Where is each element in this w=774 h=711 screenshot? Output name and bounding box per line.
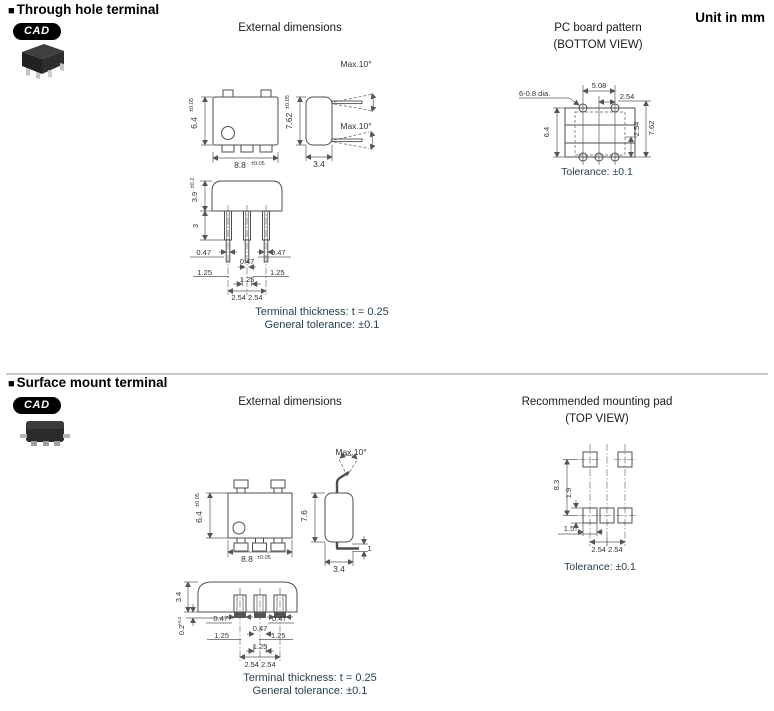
dim-lead-pitch: 2.54 2.54 (231, 293, 262, 302)
dim-body-width-tol: ±0.05 (257, 555, 271, 561)
dim-lead-width-left: 0.47 (196, 248, 211, 257)
external-dimensions-title: External dimensions (238, 396, 342, 408)
smd-leg-1 (233, 588, 247, 661)
smd-leg-2 (253, 588, 267, 661)
dim-lead-offset-left: 1.25 (197, 268, 212, 277)
pcb-tolerance-note: Tolerance: ±0.1 (561, 166, 633, 178)
unit-note: Unit in mm (695, 10, 765, 25)
dim-pad-span: 8.3 (552, 480, 561, 490)
dim-side-height: 7.6 (299, 510, 309, 522)
dim-lead-center-offset: 1.25 (240, 275, 255, 284)
dim-lead-width-right: 0.47 (272, 614, 287, 623)
dim-body-height: 6.4 (194, 511, 204, 523)
dim-pcb-row-height: 6.4 (542, 127, 551, 137)
tht-general-tolerance-note: General tolerance: ±0.1 (264, 319, 380, 331)
dim-lead-offset-left: 1.25 (214, 631, 229, 640)
dim-body-width: 8.8 (234, 160, 246, 170)
dim-lead-width-right: 0.47 (271, 248, 286, 257)
smd-front-view: 6.4 ±0.05 8.8 ±0.05 (194, 479, 293, 564)
dim-seat-height-tol: ±0.2 (190, 178, 196, 189)
tht-leg-3 (262, 205, 270, 295)
dim-lead-offset-right: 1.25 (271, 631, 286, 640)
pad-tolerance-note: Tolerance: ±0.1 (564, 561, 636, 573)
tht-pcb-pattern: 5.08 2.54 6-0.8 dia. 6.4 2.54 7.62 (519, 81, 656, 165)
dim-lead-center-offset: 1.25 (253, 642, 268, 651)
section-bullet: ■ (8, 5, 15, 17)
dim-pad-pitch: 2.54 2.54 (591, 545, 622, 554)
dim-side-depth: 3.4 (333, 564, 345, 574)
dim-body-height-tol: ±0.05 (195, 493, 201, 507)
dim-pcb-row-offset: 2.54 (632, 122, 641, 137)
tht-front-view: 6.4 ±0.05 8.8 ±0.05 (189, 89, 279, 170)
dim-lead-width-left: 0.47 (213, 614, 228, 623)
cad-badge[interactable]: CAD (13, 23, 61, 40)
smd-leg-3 (273, 588, 287, 661)
component-photo-smd (20, 421, 70, 446)
section-bullet: ■ (8, 378, 15, 390)
dim-pad-height: 1.9 (564, 488, 573, 498)
dim-lead-length: 3 (191, 224, 200, 228)
section-divider (6, 373, 768, 375)
tht-terminal-thickness-note: Terminal thickness: t = 0.25 (255, 306, 389, 318)
dim-lead-pitch: 2.54 2.54 (244, 660, 275, 669)
section-title-text: Through hole terminal (16, 2, 160, 17)
pcb-pattern-title: PC board pattern (554, 22, 642, 34)
external-dimensions-title: External dimensions (238, 22, 342, 34)
dim-lead-width-center: 0.47 (240, 257, 255, 266)
dim-body-height: 6.4 (189, 117, 199, 129)
dim-pad-width: 1.5 (564, 524, 574, 533)
dim-side-height: 7.62 (284, 112, 294, 129)
component-photo-through-hole (22, 44, 64, 79)
dim-pcb-pitch: 2.54 (620, 92, 635, 101)
dim-pcb-overall: 7.62 (647, 121, 656, 136)
through-hole-drawings: 6.4 ±0.05 8.8 ±0.05 Max.10° Max.10° 3.4 … (189, 59, 656, 302)
surface-mount-drawings: 6.4 ±0.05 8.8 ±0.05 Max.10° 1 7.6 3.4 (174, 444, 636, 669)
mounting-pad-title: Recommended mounting pad (521, 396, 673, 408)
pcb-hole-note: 6-0.8 dia. (519, 89, 550, 98)
tht-leg-1 (224, 205, 232, 295)
tht-pin-view: 3.9 ±0.2 3 0.47 0.47 0.47 1.25 1.25 1.25… (190, 178, 291, 302)
dim-max-bend-top: Max.10° (340, 59, 371, 69)
mounting-pad-subtitle: (TOP VIEW) (565, 413, 629, 425)
smd-general-tolerance-note: General tolerance: ±0.1 (252, 685, 368, 697)
surface-mount-section-title: ■Surface mount terminal (8, 375, 167, 390)
through-hole-section-title: ■Through hole terminal (8, 2, 159, 17)
dim-max-bend: Max.10° (335, 447, 366, 457)
smd-pad-layout: 8.3 1.9 1.5 2.54 2.54 (552, 444, 636, 554)
dim-body-width-tol: ±0.05 (251, 161, 265, 167)
tht-leg-2 (243, 205, 251, 295)
dim-side-height-tol: ±0.05 (285, 95, 291, 109)
dim-lead-offset-right: 1.25 (270, 268, 285, 277)
smd-terminal-thickness-note: Terminal thickness: t = 0.25 (243, 672, 377, 684)
dim-pcb-span: 5.08 (592, 81, 607, 90)
dim-max-bend-bottom: Max.10° (340, 121, 371, 131)
dim-standoff: 1 (368, 544, 372, 553)
section-title-text: Surface mount terminal (16, 375, 168, 390)
pin1-mark (221, 126, 235, 140)
dim-foot-height-tol: +0.2 (177, 616, 182, 625)
pcb-pattern-subtitle: (BOTTOM VIEW) (553, 39, 643, 51)
dim-foot-height: 0.2 (177, 625, 186, 635)
dim-seat-height: 3.9 (190, 192, 199, 202)
dim-body-width: 8.8 (241, 554, 253, 564)
smd-pin-view: 3.4 0.2 +0.2 0.47 0.47 0.47 1.25 1.25 1.… (174, 581, 298, 669)
cad-badge[interactable]: CAD (13, 397, 61, 414)
dim-side-depth: 3.4 (313, 159, 325, 169)
dim-lead-width-center: 0.47 (253, 624, 268, 633)
pin1-mark (232, 521, 246, 535)
dim-seat-height: 3.4 (174, 592, 183, 602)
tht-side-view: Max.10° Max.10° 3.4 7.62 ±0.05 (284, 59, 377, 169)
smd-side-view: Max.10° 1 7.6 3.4 (299, 447, 372, 574)
dim-body-height-tol: ±0.05 (189, 98, 195, 112)
